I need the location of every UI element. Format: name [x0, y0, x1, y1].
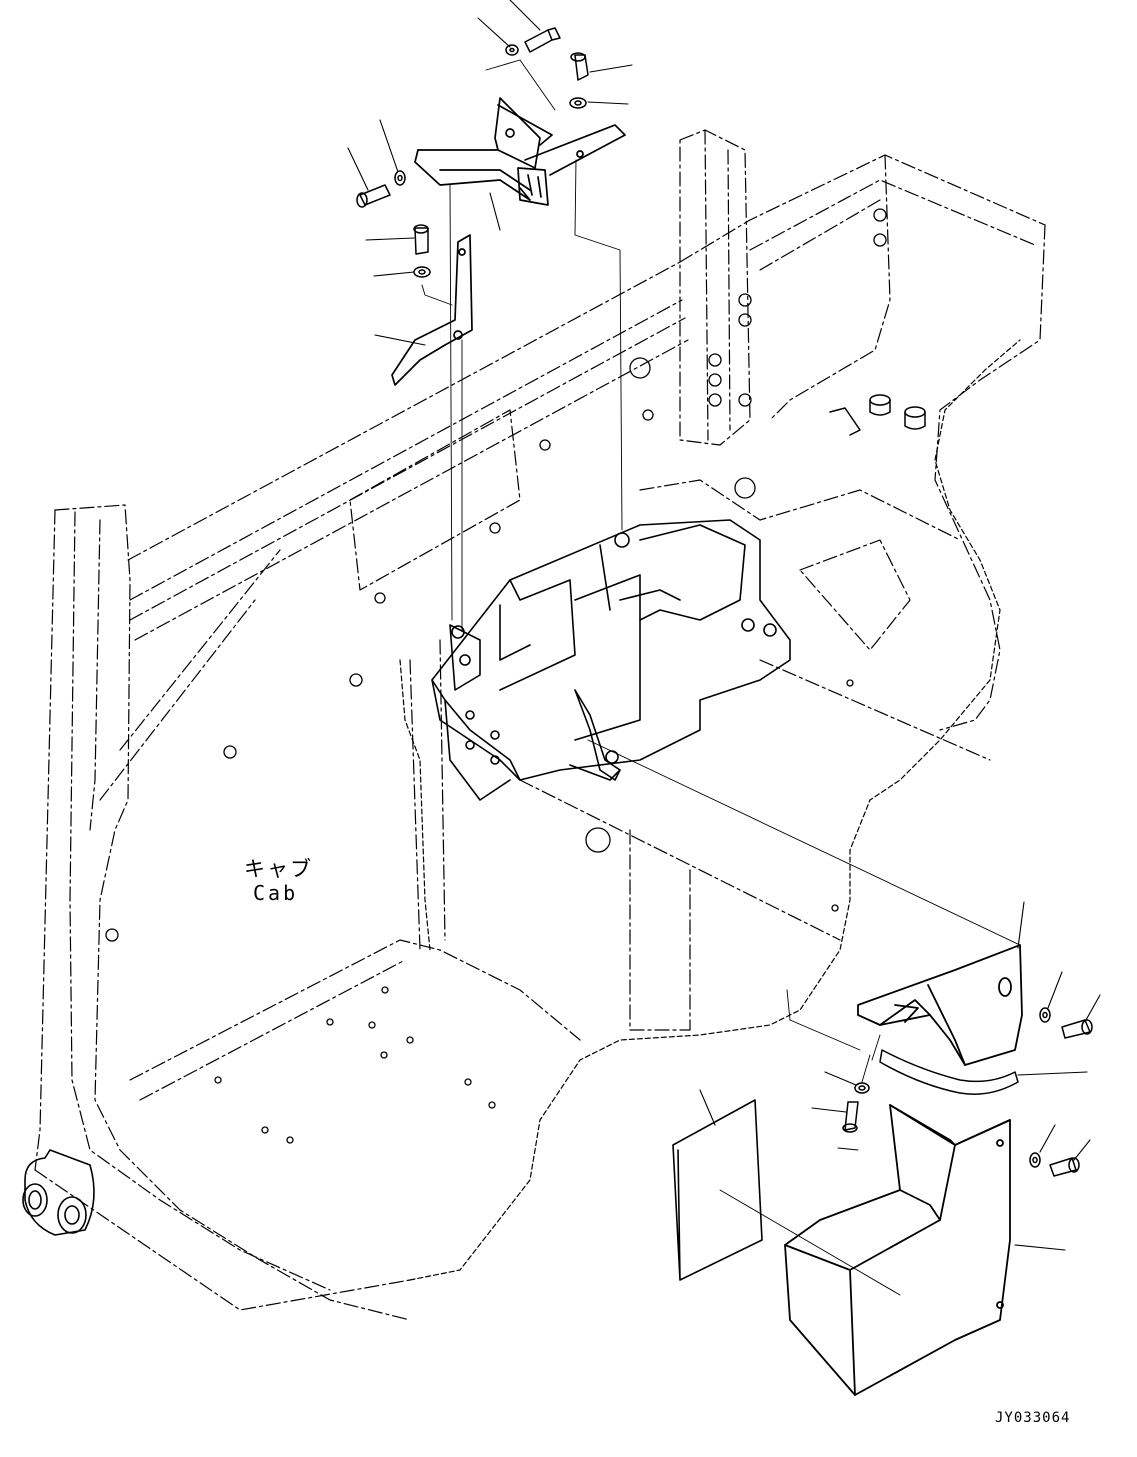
console-box: [431, 519, 791, 801]
cab-label-japanese: キャブ: [244, 857, 313, 881]
cutaway-boundary-top: [399, 659, 431, 951]
rear-dampers: [829, 394, 926, 436]
callout-lines: [347, 0, 1101, 1251]
drawing-number: JY033064: [995, 1410, 1071, 1426]
cutaway-boundary: [409, 339, 1021, 1281]
pillar-hinges: [22, 1149, 95, 1236]
mount-holes: [105, 208, 887, 1144]
cab-label-english: Cab: [253, 881, 299, 905]
assembly-lines: [421, 59, 1021, 1296]
bolts: [356, 27, 1093, 1177]
upper-bracket: [414, 97, 626, 206]
cushion-strip: [879, 1049, 1019, 1095]
rubber-mat: [672, 1099, 763, 1281]
upper-cover: [857, 944, 1023, 1066]
cab-frame: [34, 129, 1046, 1321]
l-bracket: [391, 234, 473, 386]
lower-cover: [784, 1104, 1011, 1396]
